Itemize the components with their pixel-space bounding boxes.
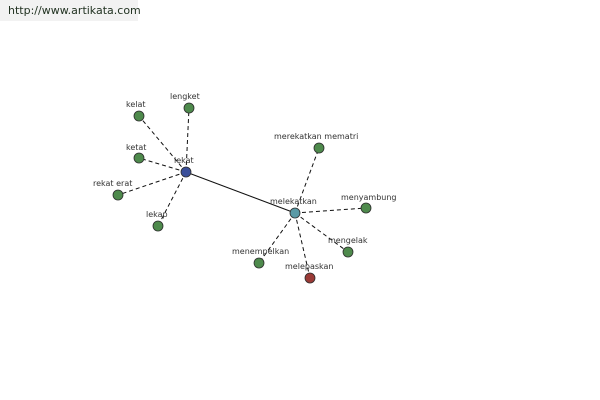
edge-melekatkan-menempelkan — [258, 212, 296, 264]
node-merekatkan-mematri-dot[interactable] — [313, 142, 325, 154]
edge-lekat-melekatkan — [185, 171, 296, 214]
node-lengket-label: lengket — [170, 92, 200, 101]
node-mengelak[interactable]: mengelak — [328, 236, 368, 258]
node-lekat-dot[interactable] — [180, 166, 192, 178]
node-ketat-dot[interactable] — [133, 152, 145, 164]
edge-melekatkan-mengelak — [294, 212, 349, 253]
node-rekat-erat-label: rekat erat — [93, 179, 132, 188]
node-merekatkan-mematri[interactable]: merekatkan mematri — [274, 132, 358, 154]
edge-lekat-lengket — [185, 107, 190, 173]
node-menyambung-dot[interactable] — [360, 202, 372, 214]
edge-lekat-rekat-erat — [117, 171, 187, 196]
graph-edges — [117, 107, 367, 279]
node-melekatkan[interactable]: melekatkan — [270, 197, 317, 219]
node-kelat[interactable]: kelat — [126, 100, 146, 122]
edge-lekat-lekap — [157, 171, 187, 227]
node-melepaskan[interactable]: melepaskan — [285, 262, 333, 284]
node-rekat-erat[interactable]: rekat erat — [93, 179, 132, 201]
edge-melekatkan-merekatkan-mematri — [294, 147, 320, 214]
node-menempelkan-label: menempelkan — [232, 247, 289, 256]
node-ketat-label: ketat — [126, 143, 146, 152]
node-lekap[interactable]: lekap — [146, 210, 168, 232]
node-kelat-label: kelat — [126, 100, 146, 109]
node-merekatkan-mematri-label: merekatkan mematri — [274, 132, 358, 141]
node-menyambung-label: menyambung — [341, 193, 397, 202]
node-rekat-erat-dot[interactable] — [112, 189, 124, 201]
node-lekap-dot[interactable] — [152, 220, 164, 232]
node-mengelak-label: mengelak — [328, 236, 368, 245]
node-menempelkan[interactable]: menempelkan — [232, 247, 289, 269]
node-melepaskan-label: melepaskan — [285, 262, 333, 271]
node-kelat-dot[interactable] — [133, 110, 145, 122]
edge-melekatkan-menyambung — [294, 207, 367, 214]
node-melepaskan-dot[interactable] — [304, 272, 316, 284]
node-menyambung[interactable]: menyambung — [341, 193, 397, 214]
node-ketat[interactable]: ketat — [126, 143, 146, 164]
node-lengket-dot[interactable] — [183, 102, 195, 114]
node-melekatkan-dot[interactable] — [289, 207, 301, 219]
source-url[interactable]: http://www.artikata.com — [0, 0, 141, 21]
node-mengelak-dot[interactable] — [342, 246, 354, 258]
node-lengket[interactable]: lengket — [170, 92, 200, 114]
edge-lekat-kelat — [138, 115, 187, 173]
node-lekat[interactable]: lekat — [174, 156, 194, 178]
node-lekat-label: lekat — [174, 156, 194, 165]
edge-lekat-ketat — [138, 157, 187, 173]
node-melekatkan-label: melekatkan — [270, 197, 317, 206]
node-menempelkan-dot[interactable] — [253, 257, 265, 269]
node-lekap-label: lekap — [146, 210, 168, 219]
